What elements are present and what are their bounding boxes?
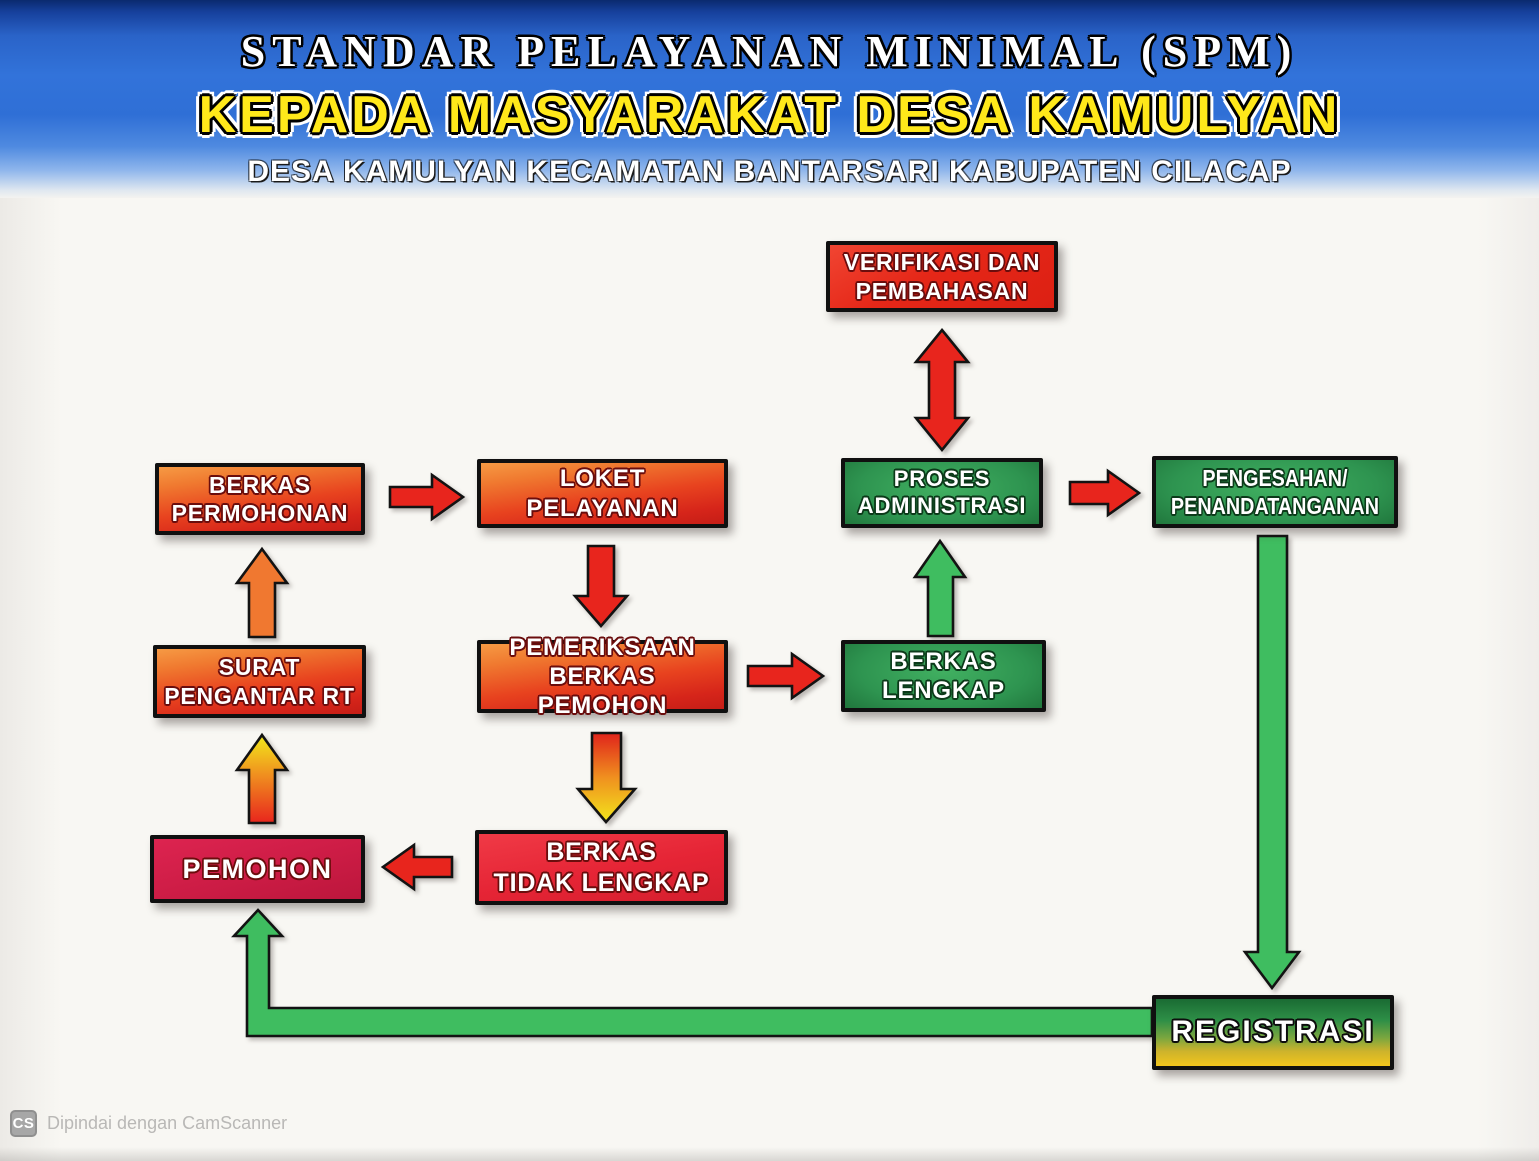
node-label: LENGKAP — [882, 677, 1005, 704]
page-location-line: DESA KAMULYAN KECAMATAN BANTARSARI KABUP… — [247, 155, 1292, 188]
camscanner-icon: CS — [10, 1110, 37, 1137]
node-berkas-permohonan: BERKAS PERMOHONAN — [155, 463, 365, 535]
page-title: STANDAR PELAYANAN MINIMAL (SPM) — [240, 27, 1299, 76]
node-pemeriksaan-berkas-pemohon: PEMERIKSAAN BERKAS PEMOHON — [477, 634, 728, 719]
node-surat-pengantar-rt: SURAT PENGANTAR RT — [153, 645, 366, 718]
arrow-berkas-tidak-lengkap-to-pemohon — [380, 842, 454, 892]
node-label: SURAT — [218, 654, 301, 681]
arrow-berkas-permohonan-to-loket — [388, 472, 466, 522]
node-loket-pelayanan: LOKET PELAYANAN — [477, 459, 728, 528]
node-label: BERKAS — [546, 838, 657, 866]
node-label: BERKAS — [890, 647, 997, 675]
node-label: TIDAK LENGKAP — [493, 868, 710, 897]
node-pengesahan-penandatanganan: PENGESAHAN/ PENANDATANGANAN — [1152, 456, 1398, 528]
node-label: PENGESAHAN/ — [1202, 464, 1348, 491]
node-pemohon: PEMOHON — [150, 835, 365, 903]
arrow-proses-verifikasi-bidirectional — [913, 327, 971, 453]
node-registrasi: REGISTRASI — [1152, 995, 1394, 1070]
node-label: PROSES — [893, 466, 991, 492]
camscanner-watermark: CS Dipindai dengan CamScanner — [10, 1110, 287, 1137]
node-label: LOKET — [559, 465, 646, 493]
arrow-pemeriksaan-to-berkas-lengkap — [746, 651, 826, 701]
arrow-loket-to-pemeriksaan — [572, 544, 630, 628]
arrow-surat-to-berkas-permohonan — [234, 546, 290, 639]
node-label: PENANDATANGANAN — [1170, 493, 1380, 519]
arrow-registrasi-to-pemohon — [231, 908, 1154, 1038]
camscanner-text: Dipindai dengan CamScanner — [47, 1113, 288, 1133]
node-proses-administrasi: PROSES ADMINISTRASI — [841, 458, 1043, 528]
header-banner: STANDAR PELAYANAN MINIMAL (SPM) KEPADA M… — [0, 0, 1539, 198]
node-berkas-lengkap: BERKAS LENGKAP — [841, 640, 1046, 712]
node-verifikasi-pembahasan: VERIFIKASI DAN PEMBAHASAN — [826, 241, 1058, 312]
page-subtitle: KEPADA MASYARAKAT DESA KAMULYAN — [198, 86, 1341, 144]
node-label: PEMERIKSAAN — [509, 633, 696, 661]
arrow-proses-to-pengesahan — [1068, 468, 1142, 518]
node-label: BERKAS PEMOHON — [537, 662, 668, 720]
arrow-pengesahan-to-registrasi — [1242, 534, 1302, 991]
scan-edge-shadow — [0, 1147, 1539, 1161]
node-label: PERMOHONAN — [171, 500, 349, 526]
node-label: PEMBAHASAN — [855, 277, 1029, 304]
arrow-berkas-lengkap-to-proses — [912, 538, 968, 638]
node-berkas-tidak-lengkap: BERKAS TIDAK LENGKAP — [475, 830, 728, 905]
node-label: ADMINISTRASI — [857, 493, 1027, 518]
arrow-pemohon-to-surat — [234, 732, 290, 825]
node-label: PENGANTAR RT — [164, 682, 355, 709]
node-label: BERKAS — [209, 471, 311, 498]
node-label: PEMOHON — [182, 853, 333, 884]
arrow-pemeriksaan-to-berkas-tidak-lengkap — [575, 731, 638, 824]
node-label: PELAYANAN — [526, 494, 679, 522]
node-label: REGISTRASI — [1171, 1015, 1375, 1049]
node-label: VERIFIKASI DAN — [843, 249, 1041, 276]
